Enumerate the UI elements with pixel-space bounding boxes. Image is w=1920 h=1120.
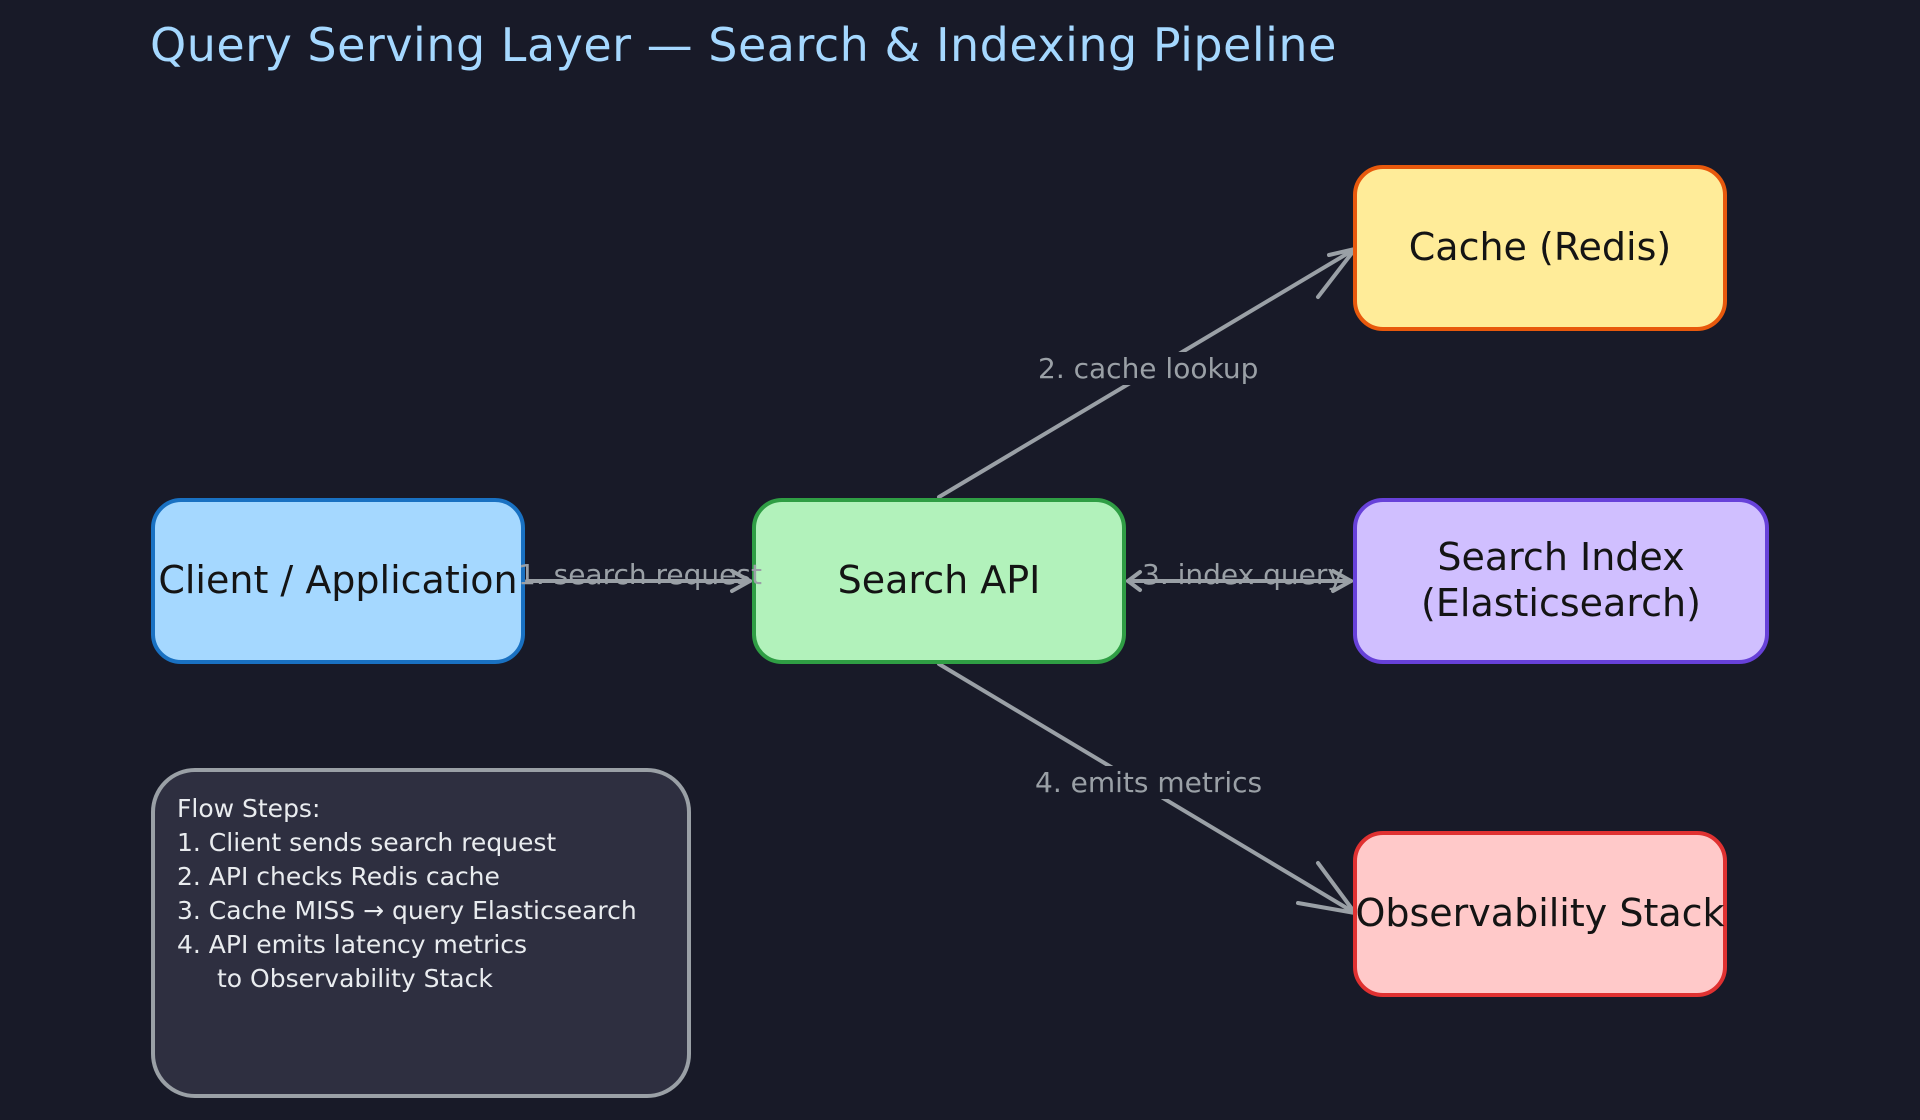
client-application-node[interactable]: Client / Application [151,498,525,664]
cache-redis-label: Cache (Redis) [1408,225,1672,270]
edge-cache-lookup-arrowhead [1316,247,1357,299]
flow-step-1: 1. Client sends search request [177,828,557,857]
flow-step-2: 2. API checks Redis cache [177,862,500,891]
flow-step-3: 3. Cache MISS → query Elasticsearch [177,896,637,925]
flow-step-4: 4. API emits latency metrics [177,930,528,959]
edge-label-index-query: 3. index query [1142,558,1344,591]
flow-step-4-continued: to Observability Stack [217,964,493,993]
flow-steps-note[interactable]: Flow Steps: 1. Client sends search reque… [151,768,691,1098]
search-index-label-line1: Search Index [1437,535,1685,580]
search-index-label-line2: (Elasticsearch) [1421,581,1701,625]
search-index-node[interactable]: Search Index (Elasticsearch) [1353,498,1769,664]
client-application-label: Client / Application [158,558,518,603]
cache-redis-node[interactable]: Cache (Redis) [1353,165,1727,331]
edge-label-search-request: 1. search request [518,558,762,591]
edge-label-emits-metrics: 4. emits metrics [1031,766,1267,799]
observability-stack-label: Observability Stack [1355,891,1725,936]
search-api-label: Search API [837,558,1041,603]
flow-steps-heading: Flow Steps: [177,794,321,823]
search-api-node[interactable]: Search API [752,498,1126,664]
edge-emits-metrics-arrowhead [1296,861,1357,915]
observability-stack-node[interactable]: Observability Stack [1353,831,1727,997]
edge-label-cache-lookup: 2. cache lookup [1034,352,1263,385]
diagram-title: Query Serving Layer — Search & Indexing … [150,18,1337,72]
